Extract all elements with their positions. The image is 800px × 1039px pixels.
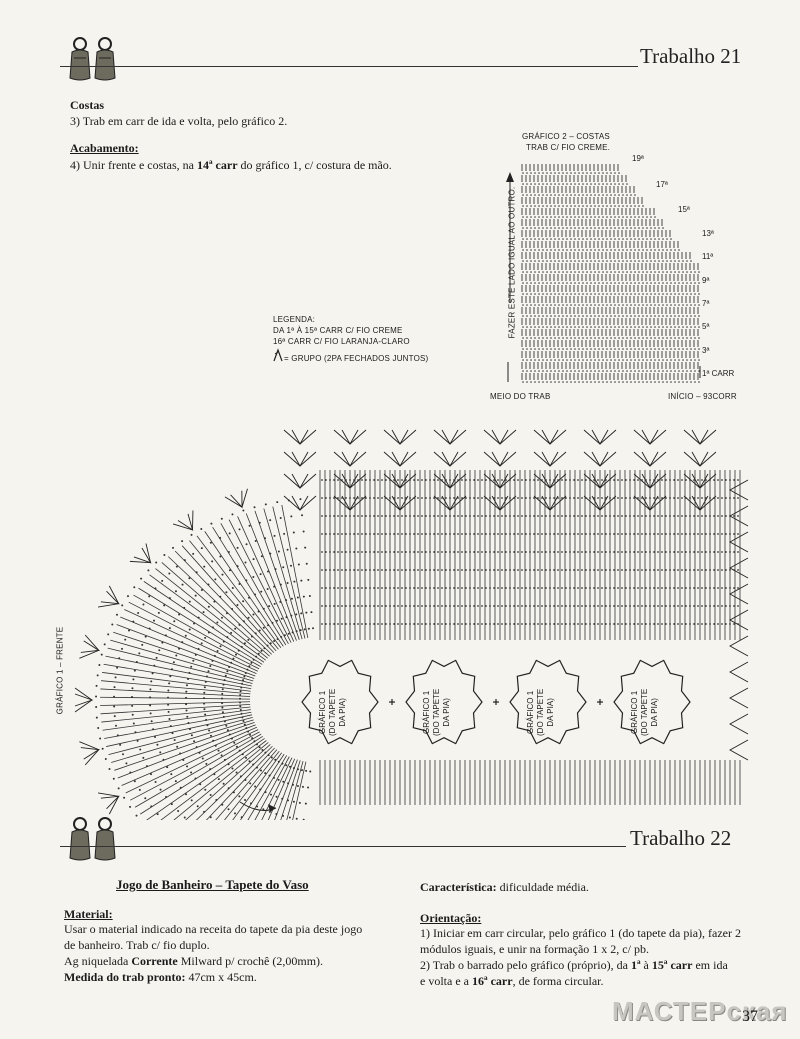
text-run: Ag niquelada (64, 954, 132, 968)
legend-line-3: = GRUPO (2PA FECHADOS JUNTOS) (284, 354, 429, 363)
grafico2-chart (506, 164, 701, 383)
acabamento-text: 4) Unir frente e costas, na 14ª carr do … (70, 157, 392, 173)
row-label-17: 17ª (656, 180, 668, 189)
medallion-line: DA PIA) (442, 698, 451, 727)
legend-line-2: 16ª CARR C/ FIO LARANJA-CLARO (273, 337, 410, 346)
grafico1-chart (74, 429, 749, 820)
text-run: dificuldade média. (496, 880, 589, 894)
text-bold: Medida do trab pronto: (64, 970, 186, 984)
acabamento-heading: Acabamento: (70, 141, 139, 155)
medallion-line: DA PIA) (546, 698, 555, 727)
text-run: , de forma circular. (512, 974, 604, 988)
medallion-3-text: GRÁFICO 1 (DO TAPETE DA PIA) (526, 689, 556, 736)
text-bold: 15ª carr (651, 958, 693, 972)
text-run: 4) Unir frente e costas, na (70, 158, 197, 172)
cluster-stitch-icon (273, 348, 283, 362)
row-label-7: 7ª (702, 299, 710, 308)
material-line-1: Usar o material indicado na receita do t… (64, 922, 363, 936)
watermark-logo: МАСТЕРская (612, 996, 788, 1026)
tassel-icon (69, 817, 116, 861)
text-bold: 14ª carr (196, 158, 238, 172)
medallion-4-text: GRÁFICO 1 (DO TAPETE DA PIA) (630, 689, 660, 736)
costas-text: 3) Trab em carr de ida e volta, pelo grá… (70, 114, 288, 128)
text-run: do gráfico 1, c/ costura de mão. (237, 158, 392, 172)
legend-line-1: DA 1ª À 15ª CARR C/ FIO CREME (273, 326, 403, 335)
orientacao-1-line-1: 1) Iniciar em carr circular, pelo gráfic… (420, 926, 742, 940)
orientacao-heading: Orientação: (420, 911, 482, 925)
text-run: 47cm x 45cm. (185, 970, 257, 984)
medallion-shapes (301, 659, 691, 745)
legend-title: LEGENDA: (273, 315, 316, 324)
row-label-5: 5ª (702, 322, 710, 331)
material-line-2: de banheiro. Trab c/ fio duplo. (64, 938, 210, 952)
page-title: Trabalho 21 (640, 44, 742, 68)
costas-heading: Costas (70, 98, 105, 112)
text-run: à (640, 958, 652, 972)
project-title: Jogo de Banheiro – Tapete do Vaso (116, 877, 309, 892)
section-title: Trabalho 22 (630, 826, 732, 850)
orientacao-2-line-2: e volta e a 16ª carr, de forma circular. (420, 973, 604, 989)
agulha-line: Ag niquelada Corrente Milward p/ crochê … (64, 953, 323, 969)
grafico2-subtitle: TRAB C/ FIO CREME. (526, 143, 611, 152)
medallion-line: DA PIA) (650, 698, 659, 727)
medallion-line: GRÁFICO 1 (422, 690, 431, 734)
grafico2-title: GRÁFICO 2 – COSTAS (522, 132, 610, 141)
medallion-1-text: GRÁFICO 1 (DO TAPETE DA PIA) (318, 689, 348, 736)
medallion-line: GRÁFICO 1 (526, 690, 535, 734)
medida-line: Medida do trab pronto: 47cm x 45cm. (64, 969, 257, 985)
medallion-2-text: GRÁFICO 1 (DO TAPETE DA PIA) (422, 689, 452, 736)
row-label-15: 15ª (678, 205, 690, 214)
medallion-line: GRÁFICO 1 (630, 690, 639, 734)
medallion-line: (DO TAPETE (536, 688, 545, 736)
medallion-line: GRÁFICO 1 (318, 690, 327, 734)
caracteristica-line: Característica: dificuldade média. (420, 879, 589, 895)
row-label-13: 13ª (702, 229, 714, 238)
text-bold: 1ª (630, 958, 641, 972)
text-bold: Característica: (420, 880, 497, 894)
row-label-3: 3ª (702, 346, 710, 355)
text-bold: 16ª carr (471, 974, 513, 988)
row-label-1: 1ª CARR (702, 369, 735, 378)
text-run: 2) Trab o barrado pelo gráfico (próprio)… (420, 958, 631, 972)
medallion-line: (DO TAPETE (432, 688, 441, 736)
tassel-icon (69, 37, 116, 81)
material-heading: Material: (64, 907, 113, 921)
medallion-line: (DO TAPETE (328, 688, 337, 736)
orientacao-2-line-1: 2) Trab o barrado pelo gráfico (próprio)… (420, 957, 728, 973)
medallion-line: (DO TAPETE (640, 688, 649, 736)
text-run: e volta e a (420, 974, 472, 988)
header-rule (60, 846, 626, 847)
text-run: em ida (692, 958, 728, 972)
page-number: 37 (742, 1008, 758, 1025)
text-bold: Corrente (131, 954, 178, 968)
medallion-line: DA PIA) (338, 698, 347, 727)
row-label-9: 9ª (702, 276, 710, 285)
meio-do-trab-label: MEIO DO TRAB (490, 392, 551, 401)
orientacao-1-line-2: módulos iguais, e unir na formação 1 x 2… (420, 942, 649, 956)
row-label-19: 19ª (632, 154, 644, 163)
inicio-label: INÍCIO – 93CORR (668, 392, 737, 401)
row-label-11: 11ª (702, 252, 714, 261)
header-rule (60, 66, 638, 67)
grafico1-side-label: GRÁFICO 1 – FRENTE (55, 626, 65, 715)
text-run: Milward p/ crochê (2,00mm). (177, 954, 324, 968)
